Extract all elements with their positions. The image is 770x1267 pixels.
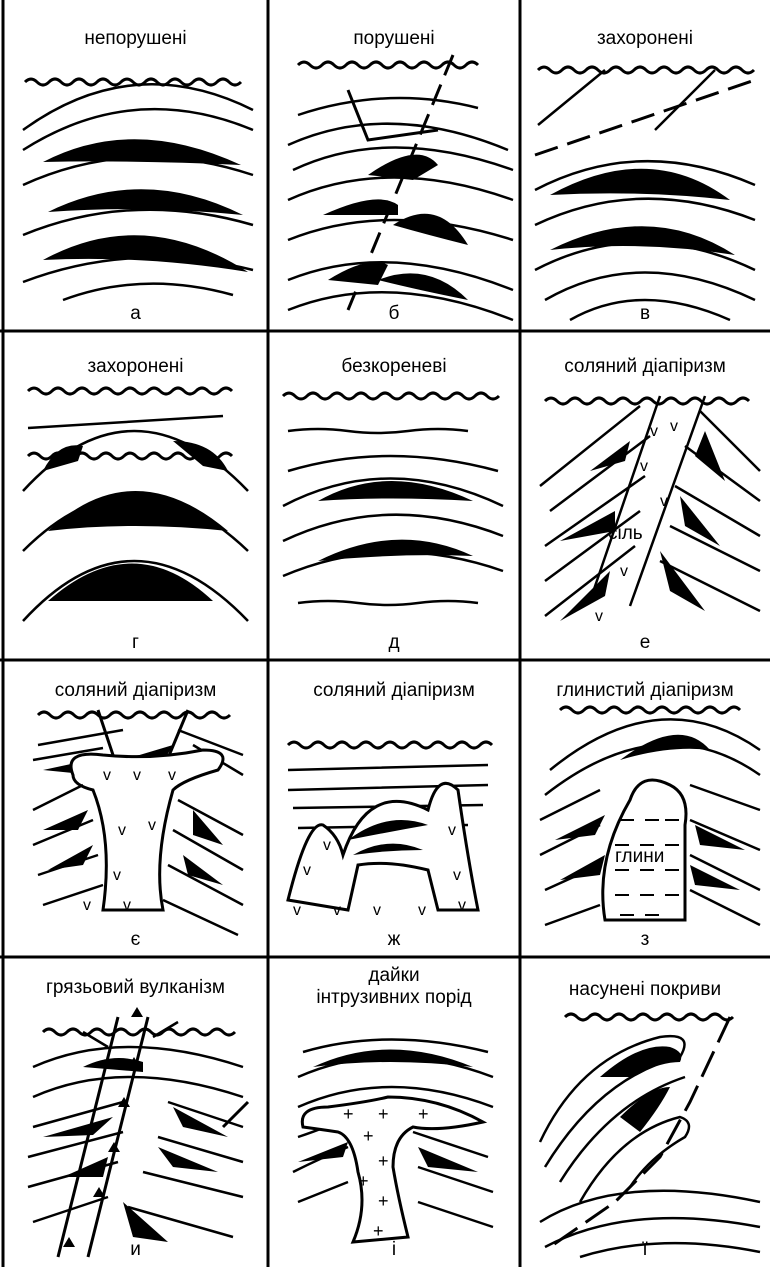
panel-g-drawing (3, 331, 268, 660)
panel-ye-label: є (3, 929, 268, 951)
panel-a-label: а (3, 303, 268, 325)
panel-v-label: в (520, 303, 770, 325)
svg-text:+: + (418, 1104, 429, 1124)
svg-text:v: v (620, 563, 628, 580)
svg-text:v: v (118, 822, 126, 839)
panel-z-title: глинистий діапіризм (520, 680, 770, 702)
panel-zh: v v v v v v v v v соляний діапіризм ж (268, 660, 520, 957)
panel-e: v v v v v v соляний діапіризм сіль е (520, 331, 770, 660)
svg-text:v: v (670, 418, 678, 435)
panel-d-label: д (268, 632, 520, 654)
panel-ye: v v v v v v v v соляний діапіризм є (3, 660, 268, 957)
panel-g-title: захоронені (3, 356, 268, 378)
svg-text:+: + (343, 1104, 354, 1124)
panel-d-drawing (268, 331, 520, 660)
svg-text:+: + (378, 1151, 389, 1171)
panel-y-drawing (3, 957, 268, 1267)
panel-g-label: г (3, 632, 268, 654)
svg-text:+: + (363, 1126, 374, 1146)
panel-d-title: безкореневі (268, 356, 520, 378)
svg-text:v: v (640, 458, 648, 475)
svg-text:v: v (123, 897, 131, 914)
svg-text:v: v (373, 902, 381, 919)
svg-text:v: v (660, 493, 668, 510)
panel-yi: насунені покриви ї (520, 957, 770, 1267)
panel-zh-drawing: v v v v v v v v v (268, 660, 520, 957)
panel-i: + + + + + + + + дайки інтрузивних порід … (268, 957, 520, 1267)
panel-ye-title: соляний діапіризм (3, 680, 268, 702)
svg-text:+: + (378, 1191, 389, 1211)
panel-b-title: порушені (268, 28, 520, 50)
panel-g: захоронені г (3, 331, 268, 660)
salt-label: сіль (608, 523, 643, 545)
panel-v: захоронені в (520, 0, 770, 331)
panel-zh-title: соляний діапіризм (268, 680, 520, 702)
svg-text:v: v (458, 897, 466, 914)
svg-text:+: + (358, 1171, 369, 1191)
panel-i-title: дайки інтрузивних порід (268, 965, 520, 1009)
panel-yi-drawing (520, 957, 770, 1267)
panel-y-label: и (3, 1239, 268, 1261)
panel-a: непорушені а (3, 0, 268, 331)
svg-text:+: + (373, 1221, 384, 1241)
panel-a-title: непорушені (3, 28, 268, 50)
svg-text:v: v (448, 822, 456, 839)
panel-yi-title: насунені покриви (520, 979, 770, 1001)
clay-label: глини (615, 846, 664, 868)
svg-text:v: v (148, 817, 156, 834)
svg-text:+: + (378, 1104, 389, 1124)
svg-text:v: v (453, 867, 461, 884)
panel-z: глинистий діапіризм глини з (520, 660, 770, 957)
panel-e-drawing: v v v v v v (520, 331, 770, 660)
panel-e-label: е (520, 632, 770, 654)
panel-z-drawing (520, 660, 770, 957)
panel-z-label: з (520, 929, 770, 951)
panel-e-title: соляний діапіризм (520, 356, 770, 378)
panel-yi-label: ї (520, 1239, 770, 1261)
panel-zh-label: ж (268, 929, 520, 951)
svg-text:v: v (113, 867, 121, 884)
svg-text:v: v (83, 897, 91, 914)
panel-v-title: захоронені (520, 28, 770, 50)
svg-text:v: v (595, 608, 603, 625)
svg-text:v: v (103, 767, 111, 784)
panel-y: грязьовий вулканізм и (3, 957, 268, 1267)
svg-text:v: v (133, 767, 141, 784)
panel-b: порушені б (268, 0, 520, 331)
svg-text:v: v (650, 423, 658, 440)
panel-b-label: б (268, 303, 520, 325)
svg-text:v: v (418, 902, 426, 919)
panel-y-title: грязьовий вулканізм (3, 977, 268, 999)
panel-d: безкореневі д (268, 331, 520, 660)
panel-i-label: і (268, 1239, 520, 1261)
svg-text:v: v (333, 902, 341, 919)
svg-text:v: v (303, 862, 311, 879)
svg-text:v: v (293, 902, 301, 919)
svg-text:v: v (168, 767, 176, 784)
svg-text:v: v (323, 837, 331, 854)
panel-ye-drawing: v v v v v v v v (3, 660, 268, 957)
